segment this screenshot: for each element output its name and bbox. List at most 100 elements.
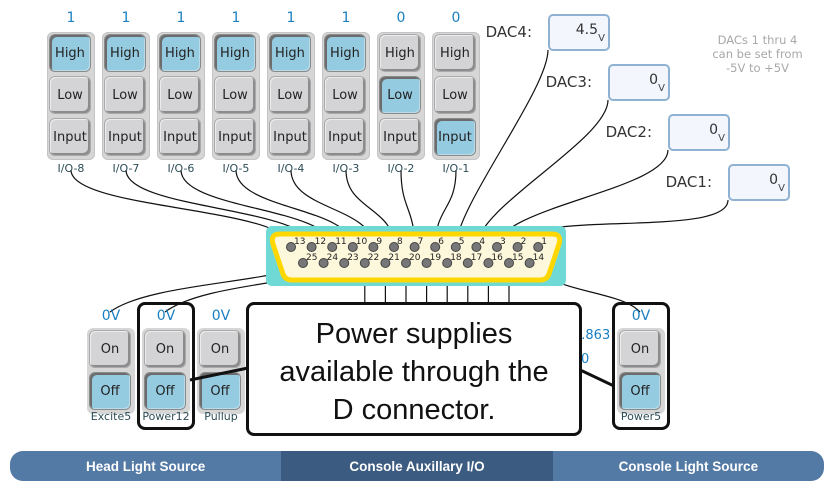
connector-pin-1 bbox=[533, 242, 544, 252]
tab-console-light-source[interactable]: Console Light Source bbox=[618, 458, 759, 474]
obscured-value: 0 bbox=[581, 352, 590, 367]
connector-pin-6 bbox=[430, 242, 441, 252]
low-button[interactable]: Low bbox=[105, 77, 145, 113]
high-button[interactable]: High bbox=[325, 35, 365, 71]
pin-number: 8 bbox=[397, 237, 403, 247]
low-button[interactable]: Low bbox=[325, 77, 365, 113]
io-button-stack: High Low Input bbox=[157, 32, 205, 160]
pin-number: 5 bbox=[459, 237, 465, 247]
connector-shell bbox=[269, 231, 563, 283]
dac3-value: 0 bbox=[649, 72, 658, 88]
on-button[interactable]: On bbox=[620, 331, 660, 367]
connector-pin-15 bbox=[504, 258, 514, 268]
pin-number: 10 bbox=[356, 237, 368, 247]
high-button[interactable]: High bbox=[50, 35, 90, 71]
io-label: I/O-7 bbox=[112, 162, 140, 175]
io-button-stack: High Low Input bbox=[267, 32, 315, 160]
callout-line-3: D connector. bbox=[332, 394, 496, 426]
io-value: 1 bbox=[286, 10, 296, 26]
pin-number: 2 bbox=[521, 237, 527, 247]
dac4-control: DAC4: 4.5 V bbox=[486, 14, 610, 51]
low-button[interactable]: Low bbox=[215, 77, 255, 113]
high-button[interactable]: High bbox=[215, 35, 255, 71]
io-value: 1 bbox=[231, 10, 241, 26]
io-value: 0 bbox=[396, 10, 406, 26]
io-label: I/O-3 bbox=[332, 162, 360, 175]
low-button[interactable]: Low bbox=[270, 77, 310, 113]
pin-number: 22 bbox=[368, 253, 379, 263]
off-button[interactable]: Off bbox=[200, 373, 240, 409]
power-label: Pullup bbox=[204, 410, 238, 423]
connector-pin-21 bbox=[380, 258, 391, 268]
wire-io-8 bbox=[70, 169, 292, 248]
connector-pin-4 bbox=[471, 242, 482, 252]
input-button[interactable]: Input bbox=[160, 119, 200, 155]
pin-number: 17 bbox=[471, 253, 482, 263]
input-button[interactable]: Input bbox=[105, 119, 145, 155]
dac2-label: DAC2: bbox=[605, 123, 652, 141]
input-button[interactable]: Input bbox=[325, 119, 365, 155]
input-button[interactable]: Input bbox=[50, 119, 90, 155]
callout-line-2: available through the bbox=[279, 356, 549, 388]
power-value: 0V bbox=[156, 308, 176, 324]
on-button[interactable]: On bbox=[200, 331, 240, 367]
io-value: 1 bbox=[176, 10, 186, 26]
low-button[interactable]: Low bbox=[160, 77, 200, 113]
high-button[interactable]: High bbox=[435, 35, 475, 71]
io-button-stack: High Low Input bbox=[377, 32, 425, 160]
power-label: Excite5 bbox=[90, 410, 132, 423]
callout-annotation: Power supplies available through the D c… bbox=[246, 302, 582, 436]
connector-pin-7 bbox=[409, 242, 420, 252]
io-label: I/O-6 bbox=[167, 162, 195, 175]
io-value: 1 bbox=[121, 10, 131, 26]
off-button[interactable]: Off bbox=[620, 373, 660, 409]
off-button[interactable]: Off bbox=[90, 373, 130, 409]
pin-number: 24 bbox=[327, 253, 339, 263]
pin-number: 7 bbox=[418, 237, 424, 247]
dac3-control: DAC3: 0 V bbox=[546, 64, 670, 101]
high-button[interactable]: High bbox=[105, 35, 145, 71]
dac3-label: DAC3: bbox=[545, 73, 592, 91]
high-button[interactable]: High bbox=[160, 35, 200, 71]
connector-pin-13 bbox=[286, 242, 296, 252]
pin-number: 16 bbox=[491, 253, 503, 263]
connector-pin-14 bbox=[524, 258, 535, 268]
dac2-input[interactable]: 0 V bbox=[668, 114, 730, 151]
pin-number: 20 bbox=[409, 253, 421, 263]
tab-head-light-source[interactable]: Head Light Source bbox=[86, 458, 206, 474]
off-button[interactable]: Off bbox=[145, 373, 185, 409]
pin-number: 18 bbox=[450, 253, 462, 263]
input-button[interactable]: Input bbox=[380, 119, 420, 155]
low-button[interactable]: Low bbox=[435, 77, 475, 113]
io-button-stack: High Low Input bbox=[102, 32, 150, 160]
high-button[interactable]: High bbox=[380, 35, 420, 71]
input-button[interactable]: Input bbox=[215, 119, 255, 155]
dac4-label: DAC4: bbox=[485, 23, 532, 41]
low-button[interactable]: Low bbox=[50, 77, 90, 113]
dac1-unit: V bbox=[778, 183, 785, 194]
tab-console-auxillary-io[interactable]: Console Auxillary I/O bbox=[281, 451, 553, 481]
io-label: I/O-5 bbox=[222, 162, 250, 175]
power12-highlight-frame bbox=[137, 302, 195, 430]
on-button[interactable]: On bbox=[145, 331, 185, 367]
low-button[interactable]: Low bbox=[380, 77, 420, 113]
dac1-input[interactable]: 0 V bbox=[728, 164, 790, 201]
input-button[interactable]: Input bbox=[435, 119, 475, 155]
connector-pin-24 bbox=[318, 258, 329, 268]
io-label: I/O-8 bbox=[57, 162, 85, 175]
pin-number: 9 bbox=[376, 237, 382, 247]
on-button[interactable]: On bbox=[90, 331, 130, 367]
dac1-label: DAC1: bbox=[665, 173, 712, 191]
input-button[interactable]: Input bbox=[270, 119, 310, 155]
dac3-input[interactable]: 0 V bbox=[608, 64, 670, 101]
tab-bar: Head Light Source Console Auxillary I/O … bbox=[10, 451, 824, 481]
connector-pin-10 bbox=[347, 242, 358, 252]
dac4-input[interactable]: 4.5 V bbox=[548, 14, 610, 51]
pin-number: 3 bbox=[500, 237, 506, 247]
dac3-unit: V bbox=[658, 83, 665, 94]
connector-pin-3 bbox=[492, 242, 502, 252]
dac2-control: DAC2: 0 V bbox=[606, 114, 730, 151]
high-button[interactable]: High bbox=[270, 35, 310, 71]
io-value: 1 bbox=[66, 10, 76, 26]
